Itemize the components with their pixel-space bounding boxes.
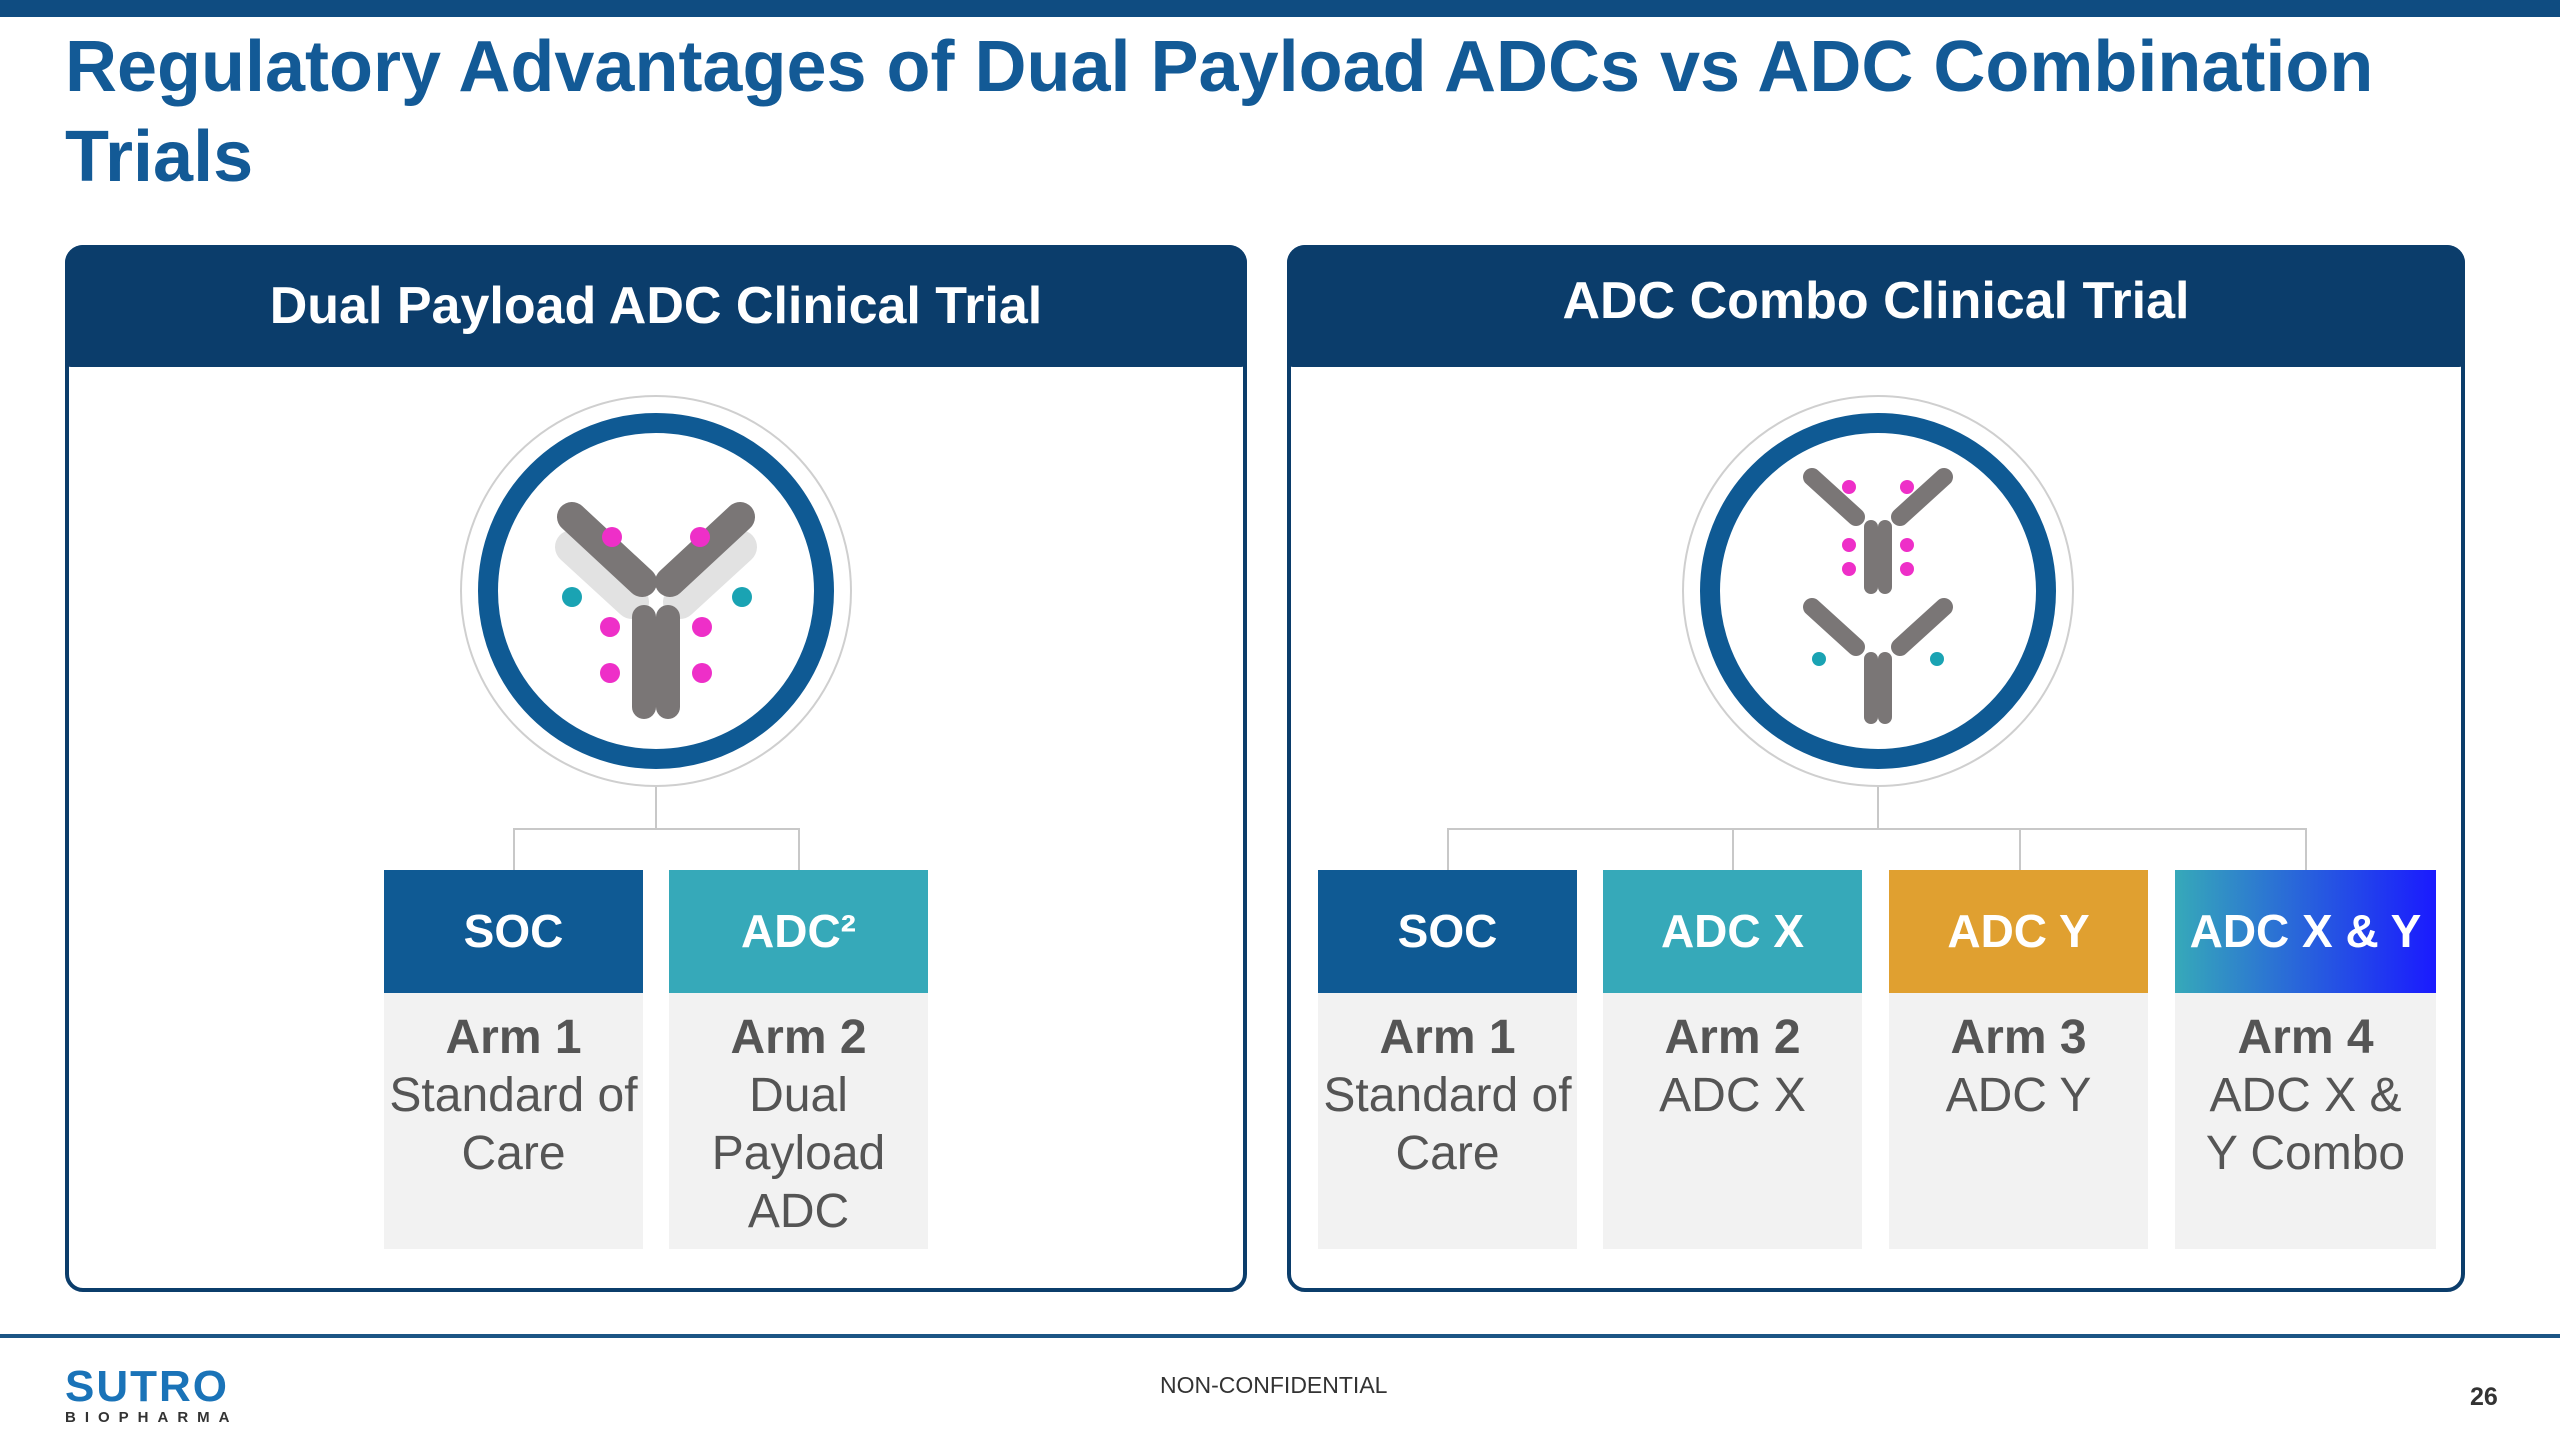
- panel-header: Dual Payload ADC Clinical Trial: [65, 245, 1247, 367]
- panel-header: ADC Combo Clinical Trial: [1287, 245, 2465, 367]
- dual-payload-adc-icon: [460, 395, 852, 787]
- page-title: Regulatory Advantages of Dual Payload AD…: [65, 27, 2374, 197]
- sutro-logo: SUTRO BIOPHARMA: [65, 1362, 239, 1427]
- footer-divider: [0, 1334, 2560, 1338]
- top-bar: [0, 0, 2560, 17]
- confidentiality-label: NON-CONFIDENTIAL: [1160, 1372, 1388, 1398]
- adc-combo-icon: [1682, 395, 2074, 787]
- page-number: 26: [2470, 1383, 2498, 1411]
